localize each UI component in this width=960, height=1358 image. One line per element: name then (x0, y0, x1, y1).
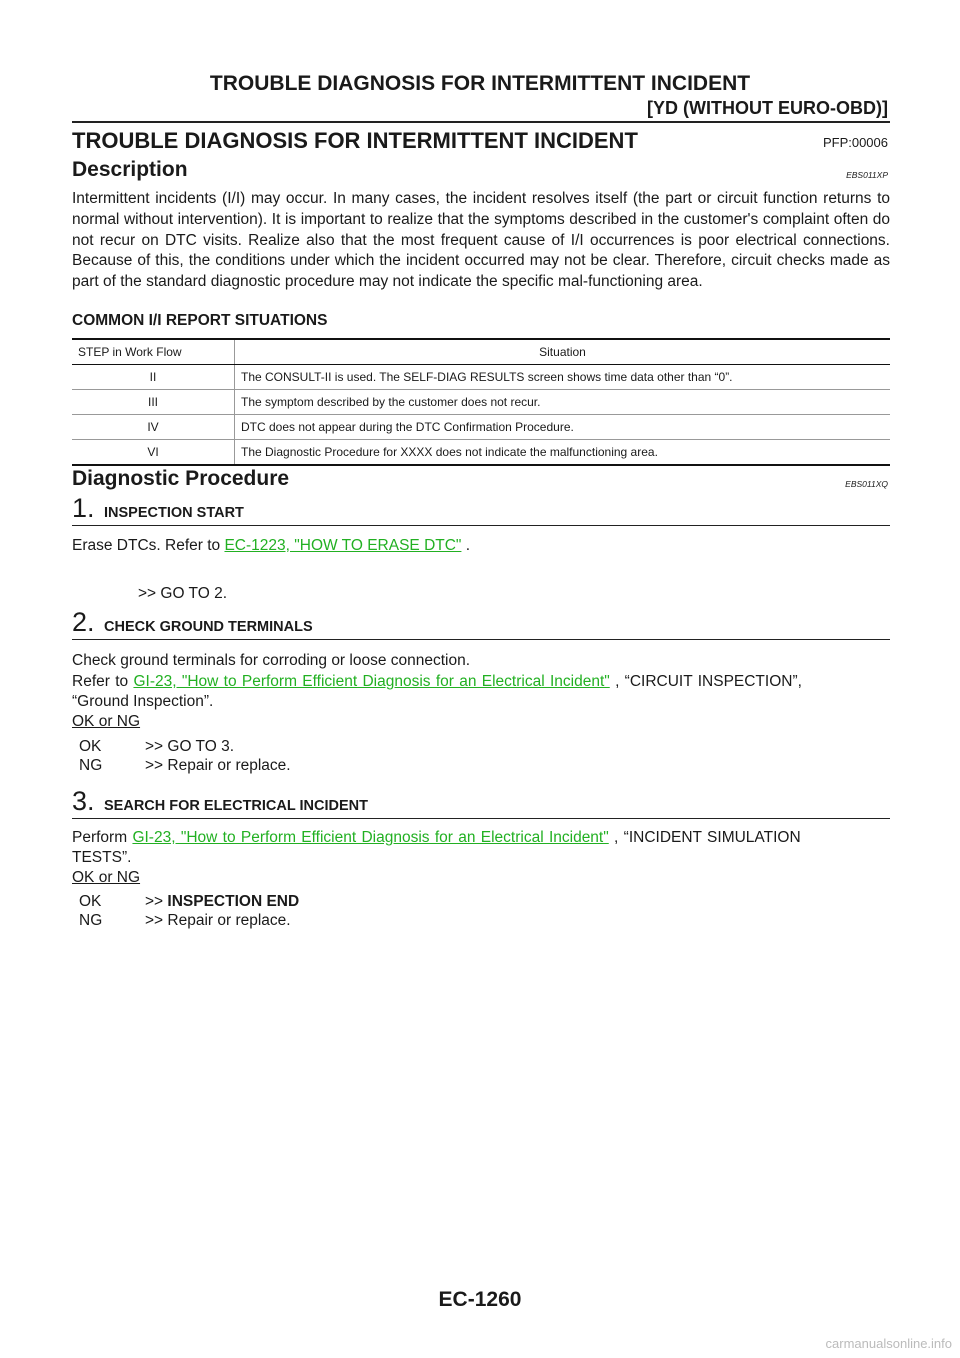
step-2-text: Refer to (72, 673, 134, 690)
header-divider (72, 121, 890, 123)
column-header-situation: Situation (234, 338, 890, 365)
ok-or-ng-label: OK or NG (72, 869, 141, 886)
watermark: carmanualsonline.info (825, 1336, 952, 1351)
table-row: III The symptom described by the custome… (72, 389, 890, 415)
step-1-text-end: . (461, 537, 471, 554)
ok-value: >> GO TO 3. (145, 738, 235, 755)
ok-or-ng-label: OK or NG (72, 713, 141, 730)
step-cell: VI (72, 439, 235, 466)
ok-row: OK >> INSPECTION END (79, 893, 479, 913)
table-header-row: STEP in Work Flow Situation (72, 338, 890, 365)
step-title: CHECK GROUND TERMINALS (104, 619, 313, 635)
situations-table: STEP in Work Flow Situation II The CONSU… (72, 338, 890, 466)
page-header-title: TROUBLE DIAGNOSIS FOR INTERMITTENT INCID… (209, 72, 751, 95)
ng-value: >> Repair or replace. (145, 757, 291, 774)
situation-cell: The Diagnostic Procedure for XXXX does n… (234, 439, 890, 466)
situation-cell: The symptom described by the customer do… (234, 389, 890, 415)
ok-key: OK (79, 893, 102, 910)
ok-row: OK >> GO TO 3. (79, 738, 479, 758)
step-2-line-2: Refer to GI-23, "How to Perform Efficien… (72, 672, 890, 693)
step-cell: IV (72, 414, 235, 440)
table-row: II The CONSULT-II is used. The SELF-DIAG… (72, 364, 890, 390)
step-1-text: Erase DTCs. Refer to (72, 537, 225, 554)
pfp-code: PFP:00006 (822, 135, 888, 150)
ok-key: OK (79, 738, 102, 755)
step-1-result: >> GO TO 2. (138, 585, 228, 602)
description-code: EBS011XP (846, 170, 888, 180)
step-number: 2. (72, 607, 95, 637)
column-header-step: STEP in Work Flow (72, 338, 235, 365)
step-3-header: 3. SEARCH FOR ELECTRICAL INCIDENT (72, 785, 890, 819)
ok-arrow: >> (145, 893, 168, 910)
step-3-line-1: Perform GI-23, "How to Perform Efficient… (72, 828, 890, 849)
diagnostic-procedure-heading: Diagnostic Procedure (72, 467, 290, 490)
step-3-text-end: , “INCIDENT SIMULATION (608, 829, 801, 846)
ok-value: >> INSPECTION END (145, 893, 299, 911)
inspection-end: INSPECTION END (167, 893, 300, 910)
step-cell: III (72, 389, 235, 415)
table-row: IV DTC does not appear during the DTC Co… (72, 414, 890, 440)
step-title: SEARCH FOR ELECTRICAL INCIDENT (104, 798, 368, 814)
step-3-line-2: TESTS”. (72, 849, 132, 866)
section-title: TROUBLE DIAGNOSIS FOR INTERMITTENT INCID… (72, 128, 638, 153)
ng-row: NG >> Repair or replace. (79, 912, 479, 932)
step-1-header: 1. INSPECTION START (72, 492, 890, 526)
step-1-instruction: Erase DTCs. Refer to EC-1223, "HOW TO ER… (72, 536, 890, 557)
diagnostic-procedure-code: EBS011XQ (845, 479, 888, 489)
link-gi-23-electrical-incident[interactable]: GI-23, "How to Perform Efficient Diagnos… (133, 673, 610, 690)
description-heading: Description (72, 158, 188, 181)
ng-key: NG (79, 757, 103, 774)
step-2-header: 2. CHECK GROUND TERMINALS (72, 606, 890, 640)
page-header-subtitle: [YD (WITHOUT EURO-OBD)] (647, 98, 888, 118)
link-how-to-erase-dtc[interactable]: EC-1223, "HOW TO ERASE DTC" (224, 537, 462, 554)
description-text: Intermittent incidents (I/I) may occur. … (72, 190, 890, 291)
step-2-text-end: , “CIRCUIT INSPECTION”, (609, 673, 802, 690)
table-row: VI The Diagnostic Procedure for XXXX doe… (72, 439, 890, 466)
ng-key: NG (79, 912, 103, 929)
step-number: 1. (72, 493, 95, 523)
page-number: EC-1260 (438, 1288, 522, 1311)
step-title: INSPECTION START (104, 505, 244, 521)
common-situations-heading: COMMON I/I REPORT SITUATIONS (72, 312, 328, 329)
ng-value: >> Repair or replace. (145, 912, 291, 929)
step-2-line-3: “Ground Inspection”. (72, 693, 214, 710)
link-gi-23-electrical-incident[interactable]: GI-23, "How to Perform Efficient Diagnos… (132, 829, 609, 846)
step-3-text: Perform (72, 829, 133, 846)
situation-cell: The CONSULT-II is used. The SELF-DIAG RE… (234, 364, 890, 390)
ng-row: NG >> Repair or replace. (79, 757, 479, 777)
situation-cell: DTC does not appear during the DTC Confi… (234, 414, 890, 440)
step-2-line-1: Check ground terminals for corroding or … (72, 652, 471, 669)
step-number: 3. (72, 786, 95, 816)
step-cell: II (72, 364, 235, 390)
